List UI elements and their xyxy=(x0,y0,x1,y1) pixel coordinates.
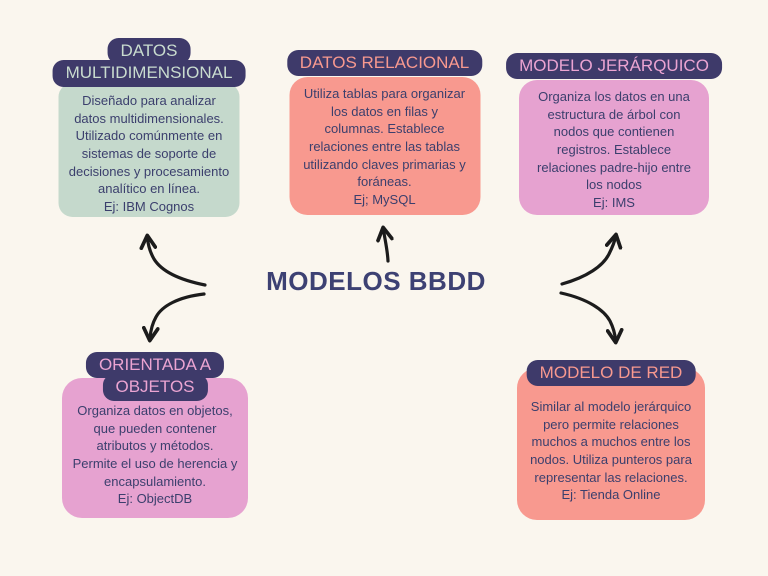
node-header: ORIENTADA A OBJETOS xyxy=(85,352,225,401)
arrow-to-multidimensional xyxy=(148,238,207,287)
node-header-line: OBJETOS xyxy=(102,374,208,401)
node-header-line: ORIENTADA A xyxy=(85,352,225,379)
arrow-to-jerarquico xyxy=(560,237,616,286)
node-header-line: DATOS xyxy=(107,38,191,65)
node-header: DATOS MULTIDIMENSIONAL xyxy=(52,38,246,87)
node-header-line: MULTIDIMENSIONAL xyxy=(52,60,246,87)
node-body: Utiliza tablas para organizar los datos … xyxy=(289,77,480,215)
node-header-line: MODELO DE RED xyxy=(526,360,696,387)
arrow-to-relacional xyxy=(384,230,389,263)
node-body: Organiza los datos en una estructura de … xyxy=(519,80,709,215)
node-header-line: MODELO JERÁRQUICO xyxy=(506,53,722,80)
arrow-to-red xyxy=(559,291,616,340)
node-body: Diseñado para analizar datos multidimens… xyxy=(58,83,240,217)
node-body: Organiza datos en objetos, que pueden co… xyxy=(62,378,248,518)
node-header: DATOS RELACIONAL xyxy=(286,50,483,77)
node-body: Similar al modelo jerárquico pero permit… xyxy=(517,368,705,520)
node-header: MODELO JERÁRQUICO xyxy=(506,53,722,80)
node-header-line: DATOS RELACIONAL xyxy=(286,50,483,77)
node-header: MODELO DE RED xyxy=(526,360,696,387)
page-title: MODELOS BBDD xyxy=(266,266,486,296)
arrow-to-objetos xyxy=(150,292,206,338)
